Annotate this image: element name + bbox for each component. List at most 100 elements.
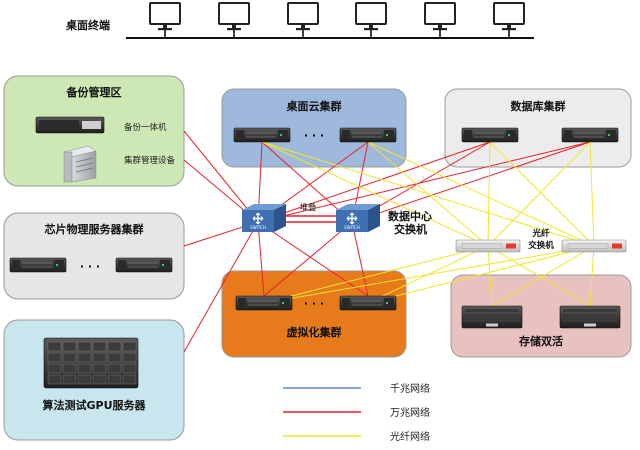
- gpu-drive-bay: [47, 352, 62, 363]
- gpu-drive-bay: [77, 363, 92, 374]
- terminals-label: 桌面终端: [65, 18, 110, 32]
- core-switch-1-icon: SWITCH: [242, 204, 286, 232]
- gpu-drive-bay: [107, 352, 122, 363]
- ten-gigabit-link: [263, 221, 353, 297]
- database-cluster-title: 数据库集群: [511, 99, 566, 113]
- fiber-link: [491, 245, 595, 307]
- backup-appliance-label: 备份一体机: [124, 122, 167, 133]
- gpu-drive-bay: [77, 374, 92, 385]
- fiber-link: [367, 141, 489, 247]
- cluster-manager-label: 集群管理设备: [124, 155, 176, 166]
- gpu-drive-bay: [77, 352, 92, 363]
- gpu-drive-bay: [107, 374, 122, 385]
- gpu-drive-bay: [92, 352, 107, 363]
- storage-array-2-icon: [559, 305, 621, 329]
- virtualization-server-2-icon: [339, 295, 397, 311]
- gpu-drive-bay: [92, 341, 107, 352]
- gpu-drive-bay: [92, 374, 107, 385]
- monitor-icon: [493, 2, 525, 32]
- gpu-drive-bay: [122, 363, 137, 374]
- chip-cluster-box: [3, 212, 185, 300]
- cluster-manager-icon: [63, 145, 97, 183]
- database-server-1-icon: [461, 127, 519, 143]
- chip-cluster-title: 芯片物理服务器集群: [45, 222, 144, 236]
- virtualization-cluster-box: [221, 270, 407, 358]
- fiber-switch-label-line2: 交换机: [528, 240, 554, 251]
- stack-label: 堆叠: [299, 202, 317, 213]
- backup-zone-title: 备份管理区: [66, 85, 122, 99]
- fiber-switch-label-line1: 光纤: [531, 228, 550, 239]
- gpu-drive-bay: [62, 374, 77, 385]
- dc-switch-label-line2: 交换机: [394, 222, 427, 236]
- gpu-drive-bay: [122, 352, 137, 363]
- chip-server-2-icon: [115, 257, 173, 273]
- database-server-2-icon: [561, 127, 619, 143]
- gpu-drive-bay: [47, 363, 62, 374]
- gpu-drive-bay: [62, 341, 77, 352]
- fiber-link: [489, 141, 595, 247]
- legend: 千兆网络 万兆网络 光纤网络: [283, 382, 430, 443]
- monitor-icon: [355, 2, 387, 32]
- legend-ten-gigabit-label: 万兆网络: [390, 406, 430, 419]
- ten-gigabit-link: [183, 130, 259, 223]
- desktop-cloud-server-2-icon: [339, 127, 397, 143]
- gpu-drive-bay: [77, 341, 92, 352]
- legend-fiber-label: 光纤网络: [390, 430, 430, 443]
- fiber-link: [367, 245, 595, 304]
- stack-links: [280, 215, 336, 223]
- virtualization-ellipsis: · · ·: [304, 297, 324, 310]
- ten-gigabit-links: [183, 130, 591, 353]
- fiber-switch-2-icon: [561, 239, 627, 253]
- gpu-drive-bay: [92, 363, 107, 374]
- storage-array-1-icon: [461, 305, 523, 329]
- gpu-drive-bay: [122, 374, 137, 385]
- core-switch-2-icon: SWITCH: [336, 204, 380, 232]
- ten-gigabit-link: [261, 141, 353, 223]
- ten-gigabit-link: [257, 141, 591, 223]
- backup-appliance-icon: [35, 116, 105, 134]
- virtualization-title: 虚拟化集群: [287, 325, 342, 339]
- gpu-drive-bay: [47, 374, 62, 385]
- gpu-drive-bay: [47, 341, 62, 352]
- ten-gigabit-link: [183, 221, 259, 353]
- chip-server-1-icon: [9, 257, 67, 273]
- fiber-switch-1-icon: [455, 239, 521, 253]
- fiber-link: [487, 141, 591, 247]
- svg-text:SWITCH: SWITCH: [250, 225, 266, 230]
- gpu-drive-bay: [62, 352, 77, 363]
- fiber-link: [367, 245, 489, 304]
- monitor-icon: [149, 2, 181, 32]
- fiber-link: [367, 141, 595, 247]
- fiber-link: [589, 245, 595, 307]
- monitor-icon: [218, 2, 250, 32]
- gpu-drive-bay: [107, 341, 122, 352]
- desktop-cloud-ellipsis: · · ·: [304, 129, 324, 142]
- fiber-link: [263, 245, 489, 304]
- gpu-zone-title: 算法测试GPU服务器: [41, 398, 146, 412]
- storage-box: [450, 274, 632, 358]
- ten-gigabit-link: [257, 141, 491, 223]
- fiber-link: [589, 141, 595, 247]
- fiber-link: [487, 245, 493, 307]
- fiber-link: [487, 245, 591, 307]
- desktop-cloud-title: 桌面云集群: [286, 99, 342, 113]
- ten-gigabit-link: [257, 221, 265, 297]
- legend-gigabit-label: 千兆网络: [390, 382, 430, 395]
- monitor-icon: [424, 2, 456, 32]
- ten-gigabit-link: [257, 221, 369, 297]
- fiber-links: [261, 141, 595, 307]
- gpu-drive-bay: [122, 341, 137, 352]
- dc-switch-label-line1: 数据中心: [388, 209, 432, 223]
- gpu-server-icon: [43, 337, 139, 389]
- gpu-drive-bay: [107, 363, 122, 374]
- ten-gigabit-link: [351, 141, 591, 223]
- monitor-icon: [287, 2, 319, 32]
- fiber-link: [261, 141, 489, 247]
- fiber-link: [487, 141, 491, 247]
- svg-text:SWITCH: SWITCH: [344, 225, 360, 230]
- virtualization-server-1-icon: [235, 295, 293, 311]
- desktop-cloud-server-1-icon: [233, 127, 291, 143]
- gpu-drive-bay: [62, 363, 77, 374]
- storage-title: 存储双活: [519, 334, 563, 348]
